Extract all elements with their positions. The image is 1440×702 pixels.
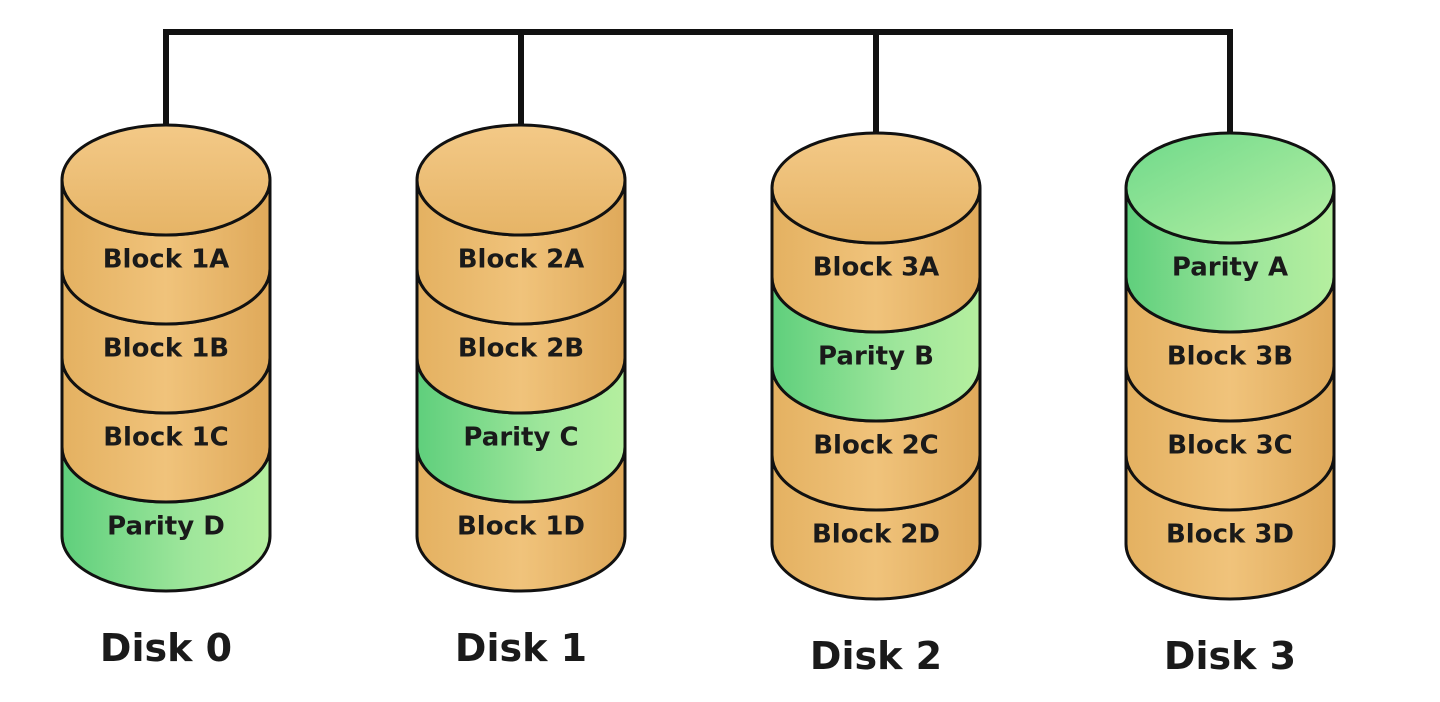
disk-top <box>60 123 272 237</box>
segment-label: Block 2C <box>813 431 939 461</box>
segment-label: Block 1B <box>103 334 229 364</box>
segment-label: Block 2D <box>812 520 940 550</box>
disk-label: Disk 3 <box>1164 634 1296 678</box>
segment-label: Block 3A <box>813 253 940 283</box>
segment-label: Block 1D <box>457 512 585 542</box>
disk-top <box>1124 131 1336 245</box>
connection-bus <box>163 29 1233 133</box>
disk: Block 1A Block 1B Block 1C Parity D Disk 0 <box>60 123 272 670</box>
segment-label: Block 1C <box>103 423 229 453</box>
disk-label: Disk 1 <box>455 626 587 670</box>
disk-top <box>770 131 982 245</box>
disk: Parity A Block 3B Block 3C Block 3D Disk 3 <box>1124 131 1336 678</box>
disk: Block 3A Parity B Block 2C Block 2D Disk 2 <box>770 131 982 678</box>
segment-label: Parity A <box>1172 253 1288 283</box>
segment-label: Parity B <box>818 342 934 372</box>
disk-label: Disk 0 <box>100 626 232 670</box>
segment-label: Parity C <box>463 423 578 453</box>
disk-label: Disk 2 <box>810 634 942 678</box>
segment-label: Parity D <box>107 512 225 542</box>
segment-label: Block 3D <box>1166 520 1294 550</box>
segment-label: Block 3C <box>1167 431 1293 461</box>
disk: Block 2A Block 2B Parity C Block 1D Disk 1 <box>415 123 627 670</box>
disk-top <box>415 123 627 237</box>
segment-label: Block 1A <box>103 245 230 275</box>
segment-label: Block 2B <box>458 334 584 364</box>
segment-label: Block 2A <box>458 245 585 275</box>
segment-label: Block 3B <box>1167 342 1293 372</box>
